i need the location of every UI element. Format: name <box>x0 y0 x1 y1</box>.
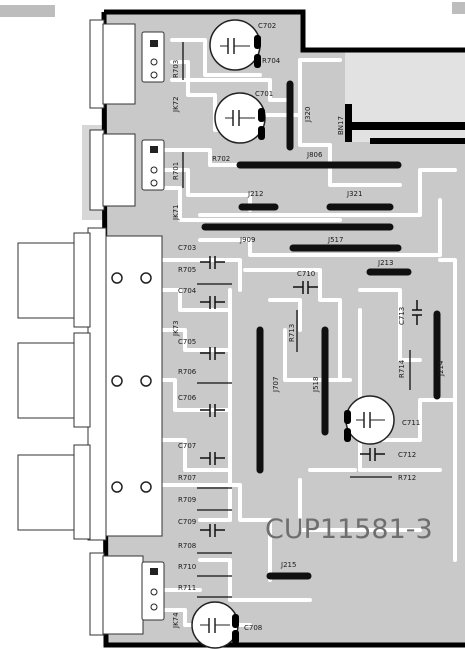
label-r708: R708 <box>178 542 196 550</box>
label-j518: J518 <box>312 377 320 393</box>
connector-jk72 <box>89 19 165 109</box>
jumper-wires <box>201 80 441 580</box>
label-r709: R709 <box>178 496 196 504</box>
resistor-lines <box>182 42 411 598</box>
component-labels: C702 R704 R703 JK72 C701 J320 BN17 R702 … <box>172 22 445 632</box>
label-bn17: BN17 <box>337 116 345 135</box>
label-j909: J909 <box>239 236 255 244</box>
label-r704: R704 <box>262 57 281 65</box>
label-r706: R706 <box>178 368 197 376</box>
label-c701: C701 <box>255 90 273 98</box>
label-jk71: JK71 <box>172 204 180 221</box>
label-c707: C707 <box>178 442 196 450</box>
top-right-strip <box>452 2 465 14</box>
ceramic-capacitor-symbols <box>200 256 422 537</box>
label-j321: J321 <box>346 190 362 198</box>
label-r713: R713 <box>288 324 296 342</box>
label-j320: J320 <box>304 107 312 123</box>
label-r712: R712 <box>398 474 416 482</box>
label-c706: C706 <box>178 394 197 402</box>
label-c708: C708 <box>244 624 262 632</box>
capacitor-c708 <box>191 601 239 649</box>
capacitor-c711 <box>344 395 395 445</box>
label-c712: C712 <box>398 451 416 459</box>
label-j707: J707 <box>272 377 280 393</box>
label-r707: R707 <box>178 474 196 482</box>
label-jk74: JK74 <box>172 612 180 629</box>
label-c713: C713 <box>398 307 406 325</box>
label-c703: C703 <box>178 244 196 252</box>
label-j212: J212 <box>247 190 263 198</box>
label-r711: R711 <box>178 584 196 592</box>
label-jk72: JK72 <box>172 96 180 113</box>
label-c702: C702 <box>258 22 276 30</box>
connector-jk73 <box>17 227 163 541</box>
label-r705: R705 <box>178 266 196 274</box>
label-c709: C709 <box>178 518 196 526</box>
board-outline <box>101 9 465 648</box>
label-c710: C710 <box>297 270 315 278</box>
label-j213: J213 <box>377 259 393 267</box>
label-c705: C705 <box>178 338 196 346</box>
top-strip <box>0 5 55 17</box>
label-jk73: JK73 <box>172 320 180 337</box>
label-c704: C704 <box>178 287 197 295</box>
connector-jk74 <box>89 552 165 636</box>
label-c711: C711 <box>402 419 420 427</box>
connector-bn17 <box>345 104 465 144</box>
label-r702: R702 <box>212 155 230 163</box>
capacitor-c701 <box>214 92 266 144</box>
capacitor-c702 <box>209 19 261 71</box>
label-j806: J806 <box>306 151 323 159</box>
board-title: CUP11581-3 <box>265 514 433 545</box>
connector-jk71 <box>89 129 165 211</box>
label-j214: J214 <box>437 360 445 377</box>
label-j215: J215 <box>280 561 296 569</box>
label-r710: R710 <box>178 563 196 571</box>
label-j517: J517 <box>327 236 343 244</box>
label-r714: R714 <box>398 359 406 378</box>
label-r701: R701 <box>172 162 180 180</box>
label-r703: R703 <box>172 60 180 78</box>
